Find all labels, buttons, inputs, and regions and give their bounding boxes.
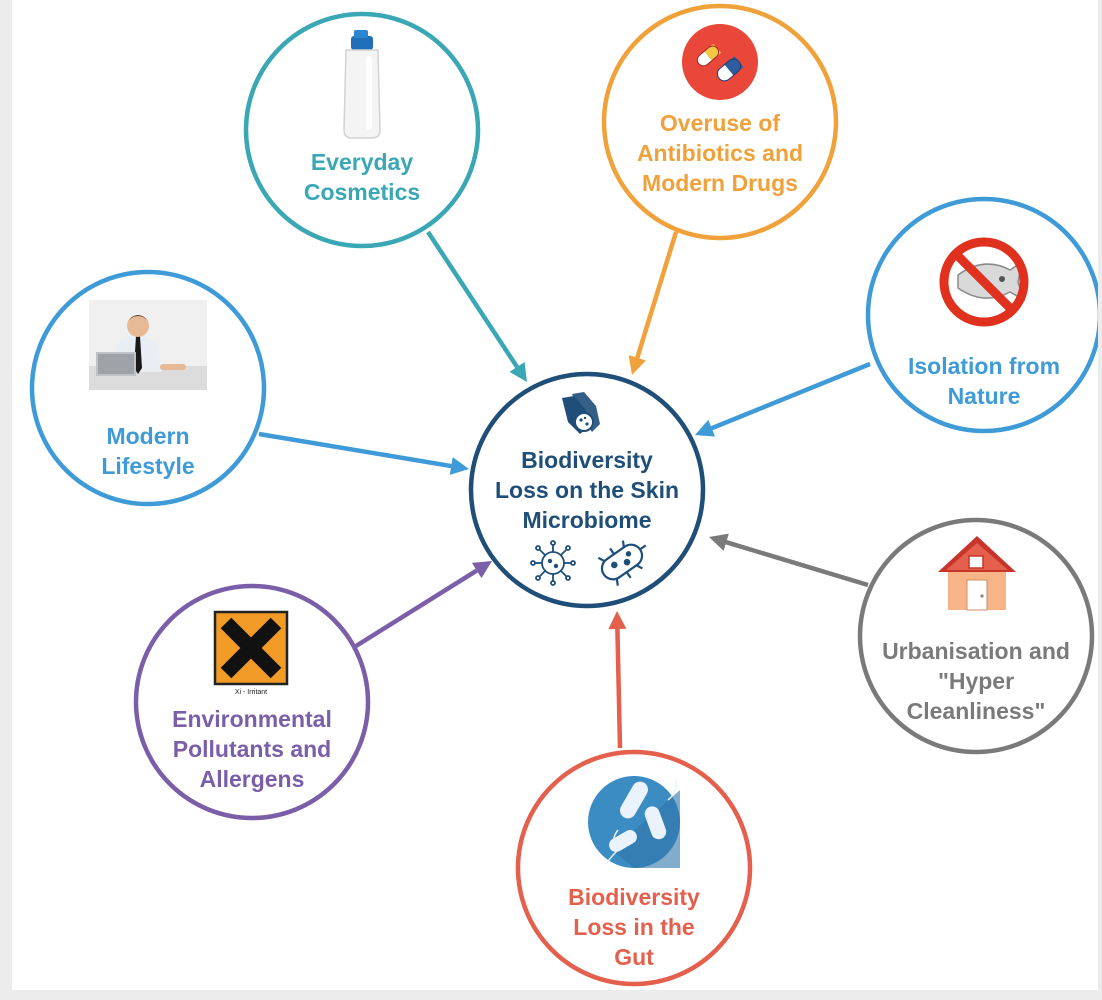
arrow-head — [449, 457, 469, 475]
node-gut-biodiversity — [515, 749, 753, 987]
isolation-from-nature-label-line: Nature — [948, 383, 1021, 409]
overuse-antibiotics-label-line: Modern Drugs — [642, 170, 798, 196]
node-environmental-pollutants: Xi - Irritant — [133, 583, 371, 821]
arrow-head — [509, 362, 527, 382]
arrow-head — [471, 561, 492, 579]
overuse-antibiotics-label-line: Antibiotics and — [637, 140, 803, 166]
arrow-head — [695, 419, 716, 437]
arrow-shaft — [258, 431, 452, 469]
arrow-overuse-antibiotics — [628, 231, 679, 375]
office-worker-icon — [89, 300, 207, 390]
arrow-head — [608, 611, 627, 630]
center-label-line: Microbiome — [522, 507, 651, 533]
pills-icon — [682, 24, 758, 100]
shampoo-bottle-icon — [343, 30, 381, 139]
arrow-shaft — [725, 540, 869, 588]
arrow-shaft — [710, 361, 871, 431]
arrow-environmental-pollutants — [354, 561, 492, 648]
urbanisation-label-line: "Hyper — [938, 668, 1014, 694]
arrow-everyday-cosmetics — [426, 230, 527, 382]
center-node — [468, 371, 706, 609]
modern-lifestyle-label-line: Modern — [106, 423, 189, 449]
modern-lifestyle-label-line: Lifestyle — [101, 453, 194, 479]
node-modern-lifestyle — [29, 269, 267, 507]
node-urbanisation — [857, 517, 1095, 755]
urbanisation-label-line: Urbanisation and — [882, 638, 1070, 664]
gut-biodiversity-label-line: Loss in the — [573, 914, 694, 940]
arrow-shaft — [354, 568, 478, 648]
arrow-shaft — [426, 230, 519, 369]
gut-biodiversity-label-line: Biodiversity — [568, 884, 700, 910]
environmental-pollutants-label-line: Pollutants and — [173, 736, 331, 762]
no-nature-icon — [939, 237, 1029, 327]
irritant-hazard-icon: Xi - Irritant — [213, 610, 289, 696]
node-circle — [857, 517, 1095, 755]
arrow-shaft — [635, 231, 679, 359]
arrow-head — [628, 355, 646, 375]
everyday-cosmetics-label-line: Cosmetics — [304, 179, 420, 205]
node-circle — [865, 196, 1098, 434]
irritant-caption: Xi - Irritant — [235, 689, 267, 696]
everyday-cosmetics-label-line: Everyday — [311, 149, 414, 175]
gut-biodiversity-label-line: Gut — [614, 944, 654, 970]
isolation-from-nature-label-line: Isolation from — [908, 353, 1060, 379]
arrow-head — [709, 533, 729, 551]
hands-bacteria-icon — [562, 392, 600, 434]
house-icon — [938, 536, 1016, 611]
node-isolation-from-nature — [865, 196, 1098, 434]
arrow-modern-lifestyle — [258, 431, 469, 475]
arrow-shaft — [615, 628, 623, 749]
node-circle — [601, 3, 839, 241]
arrow-urbanisation — [709, 533, 869, 588]
bacterium-icon — [597, 540, 647, 586]
node-circle — [133, 583, 371, 821]
node-overuse-antibiotics — [601, 3, 839, 241]
environmental-pollutants-label-line: Allergens — [200, 766, 305, 792]
virus-icon — [530, 540, 576, 586]
center-label-line: Biodiversity — [521, 447, 653, 473]
overuse-antibiotics-label-line: Overuse of — [660, 110, 780, 136]
urbanisation-label-line: Cleanliness" — [907, 698, 1046, 724]
center-circle — [468, 371, 706, 609]
gut-bacteria-icon — [588, 776, 680, 868]
node-everyday-cosmetics — [243, 11, 481, 249]
arrow-isolation-from-nature — [695, 361, 871, 437]
arrow-gut-biodiversity — [608, 611, 627, 749]
center-label-line: Loss on the Skin — [495, 477, 679, 503]
environmental-pollutants-label-line: Environmental — [172, 706, 332, 732]
